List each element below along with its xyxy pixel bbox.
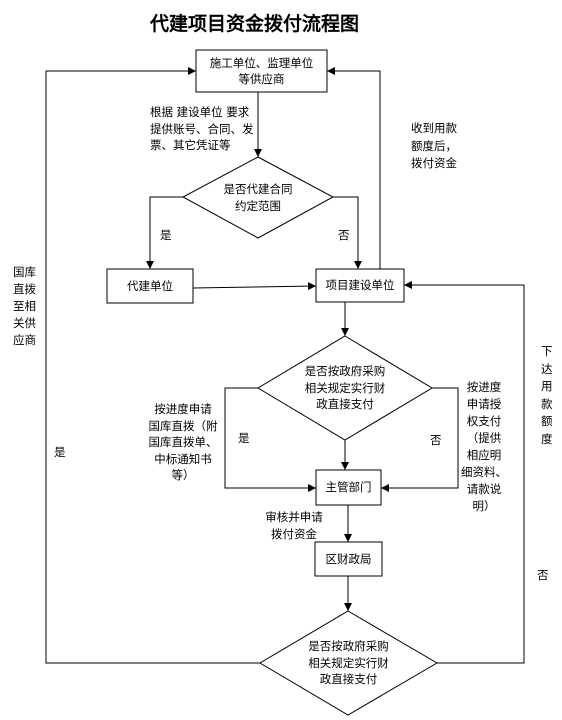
agent-builder-label: 代建单位 bbox=[127, 278, 173, 293]
treasury-direct-line: 至相 bbox=[13, 299, 36, 313]
arrow-agent-to-owner bbox=[192, 282, 317, 291]
decision-contract-line: 是否代建合同 bbox=[223, 182, 293, 196]
decision-direct-pay-2-diamond bbox=[259, 610, 438, 716]
decision-direct-pay-1-node: 是否按政府采购 相关规定实行财 政直接支付 bbox=[258, 336, 432, 440]
contract-no-label: 否 bbox=[338, 228, 350, 242]
treasury-direct-line: 直拨 bbox=[13, 282, 36, 296]
decision-contract-diamond bbox=[181, 156, 335, 239]
issue-quota-char: 达 bbox=[541, 361, 553, 376]
treasury-direct-label: 国库 直拨 至相 关供 应商 bbox=[13, 264, 36, 349]
apply-authorized-line: （提供 bbox=[466, 431, 502, 445]
provide-documents-line: 票、其它凭证等 bbox=[150, 138, 231, 152]
provide-documents-line: 根据 建设单位 要求 bbox=[150, 105, 250, 119]
decision-direct-pay-2-line: 相关规定实行财 bbox=[308, 655, 389, 670]
issue-quota-char: 下 bbox=[541, 344, 553, 358]
suppliers-box bbox=[195, 49, 328, 93]
decision-direct-pay-1-line: 相关规定实行财 bbox=[304, 380, 386, 395]
issue-quota-char: 度 bbox=[541, 431, 553, 446]
direct-no-label: 否 bbox=[430, 433, 442, 447]
authority-label: 主管部门 bbox=[325, 480, 372, 495]
decision-contract-line: 约定范围 bbox=[235, 198, 281, 213]
project-owner-label: 项目建设单位 bbox=[325, 278, 395, 293]
apply-treasury-line: 国库直拨（附 bbox=[148, 418, 218, 433]
apply-treasury-line: 按进度申请 bbox=[154, 402, 212, 416]
apply-authorized-line: 相应明 bbox=[466, 448, 502, 462]
apply-treasury-label: 按进度申请 国库直拨（附 国库直拨单、 中标通知书 等） bbox=[133, 401, 233, 484]
pay-after-quota-line: 拨付资金 bbox=[411, 156, 457, 170]
issue-quota-char: 额 bbox=[541, 414, 553, 429]
arrow-final-no-to-owner bbox=[404, 281, 525, 664]
pay-after-quota-label: 收到用款 额度后， 拨付资金 bbox=[411, 120, 457, 173]
issue-quota-char: 款 bbox=[541, 396, 553, 411]
treasury-direct-line: 关供 bbox=[13, 316, 36, 330]
suppliers-line: 等供应商 bbox=[238, 72, 285, 86]
provide-documents-label: 根据 建设单位 要求 提供账号、合同、发 票、其它凭证等 bbox=[150, 104, 254, 154]
project-owner-node: 项目建设单位 bbox=[316, 269, 404, 302]
decision-direct-pay-1-line: 政直接支付 bbox=[316, 397, 374, 412]
authority-node: 主管部门 bbox=[316, 470, 381, 505]
decision-direct-pay-1-line: 是否按政府采购 bbox=[304, 364, 386, 379]
apply-authorized-line: 请款说 bbox=[466, 482, 502, 496]
finance-bureau-label: 区财政局 bbox=[325, 551, 372, 566]
contract-yes-label: 是 bbox=[160, 228, 172, 242]
apply-treasury-line: 国库直拨单、 bbox=[148, 435, 218, 449]
treasury-direct-line: 国库 bbox=[13, 265, 36, 279]
review-apply-line: 审核并申请 bbox=[265, 510, 323, 524]
diagram-title: 代建项目资金拨付流程图 bbox=[150, 13, 360, 35]
apply-authorized-line: 按进度 bbox=[466, 380, 502, 394]
review-apply-label: 审核并申请 拨付资金 bbox=[262, 509, 326, 542]
apply-authorized-line: 申请授 bbox=[466, 397, 502, 411]
apply-authorized-line: 细资料、 bbox=[461, 465, 507, 479]
project-owner-box bbox=[315, 268, 405, 303]
final-no-label: 否 bbox=[537, 568, 549, 582]
apply-authorized-line: 明） bbox=[472, 499, 496, 513]
pay-after-quota-line: 额度后， bbox=[411, 138, 457, 153]
apply-treasury-line: 等） bbox=[171, 468, 195, 482]
apply-authorized-label: 按进度 申请授 权支付 （提供 相应明 细资料、 请款说 明） bbox=[459, 379, 509, 515]
decision-contract-node: 是否代建合同 约定范围 bbox=[183, 157, 333, 238]
treasury-direct-line: 应商 bbox=[13, 333, 36, 347]
decision-direct-pay-2-node: 是否按政府采购 相关规定实行财 政直接支付 bbox=[260, 611, 437, 715]
apply-treasury-line: 中标通知书 bbox=[154, 451, 212, 466]
review-apply-line: 拨付资金 bbox=[271, 526, 317, 541]
issue-quota-label: 下 达 用 款 额 度 bbox=[541, 343, 553, 449]
issue-quota-char: 用 bbox=[541, 379, 553, 394]
suppliers-node: 施工单位、监理单位 等供应商 bbox=[196, 50, 327, 92]
arrow-contract-yes-to-agent bbox=[146, 196, 183, 269]
decision-direct-pay-2-line: 政直接支付 bbox=[319, 672, 378, 687]
apply-authorized-line: 权支付 bbox=[466, 414, 502, 428]
arrow-direct-yes-to-authority bbox=[224, 387, 316, 492]
final-yes-label: 是 bbox=[54, 445, 66, 459]
agent-builder-box bbox=[106, 268, 194, 304]
arrow-final-yes-to-suppliers bbox=[45, 67, 260, 664]
pay-after-quota-line: 收到用款 bbox=[411, 121, 457, 135]
arrow-direct-no-to-authority bbox=[381, 387, 459, 492]
suppliers-line: 施工单位、监理单位 bbox=[209, 55, 314, 70]
direct-yes-label: 是 bbox=[238, 431, 250, 445]
decision-direct-pay-2-line: 是否按政府采购 bbox=[308, 639, 389, 654]
arrow-owner-to-suppliers bbox=[327, 67, 381, 269]
agent-builder-node: 代建单位 bbox=[107, 269, 193, 303]
finance-bureau-node: 区财政局 bbox=[315, 542, 382, 576]
provide-documents-line: 提供账号、合同、发 bbox=[150, 121, 254, 136]
arrow-contract-no-to-owner bbox=[333, 196, 362, 269]
